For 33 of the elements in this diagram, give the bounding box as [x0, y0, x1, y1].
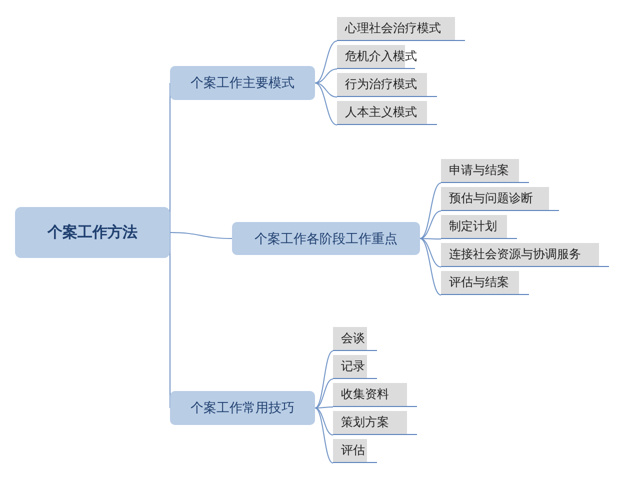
- leaf-topic: 评估与结案: [441, 271, 529, 295]
- connector-line: [420, 238, 442, 268]
- connector-line: [314, 40, 338, 84]
- connector-line: [314, 82, 338, 98]
- connector-line: [314, 68, 338, 84]
- connector-line: [314, 408, 334, 436]
- connector-line: [314, 350, 334, 408]
- leaf-topic: 评估: [333, 439, 377, 463]
- leaf-topic: 行为治疗模式: [337, 73, 437, 97]
- leaf-topic: 心理社会治疗模式: [337, 17, 465, 41]
- branch-topic: 个案工作主要模式: [170, 66, 315, 100]
- connector-line: [314, 408, 334, 464]
- leaf-topic: 记录: [333, 355, 377, 379]
- connector-line: [170, 232, 232, 239]
- connector-line: [420, 238, 442, 296]
- leaf-topic: 制定计划: [441, 215, 517, 239]
- branch-topic: 个案工作各阶段工作重点: [232, 222, 420, 255]
- leaf-topic: 申请与结案: [441, 159, 529, 183]
- connector-line: [314, 378, 334, 408]
- connector-line: [314, 82, 338, 126]
- root-topic: 个案工作方法: [15, 207, 170, 258]
- connector-line: [420, 238, 442, 240]
- leaf-topic: 预估与问题诊断: [441, 187, 559, 211]
- connector-line: [420, 210, 442, 239]
- leaf-topic: 收集资料: [333, 383, 417, 407]
- connector-line: [420, 182, 442, 239]
- leaf-topic: 危机介入模式: [337, 45, 415, 69]
- leaf-topic: 人本主义模式: [337, 101, 437, 125]
- branch-topic: 个案工作常用技巧: [170, 391, 315, 425]
- leaf-topic: 策划方案: [333, 411, 417, 435]
- leaf-topic: 会谈: [333, 327, 377, 351]
- connector-line: [314, 406, 334, 408]
- leaf-topic: 连接社会资源与协调服务: [441, 243, 609, 267]
